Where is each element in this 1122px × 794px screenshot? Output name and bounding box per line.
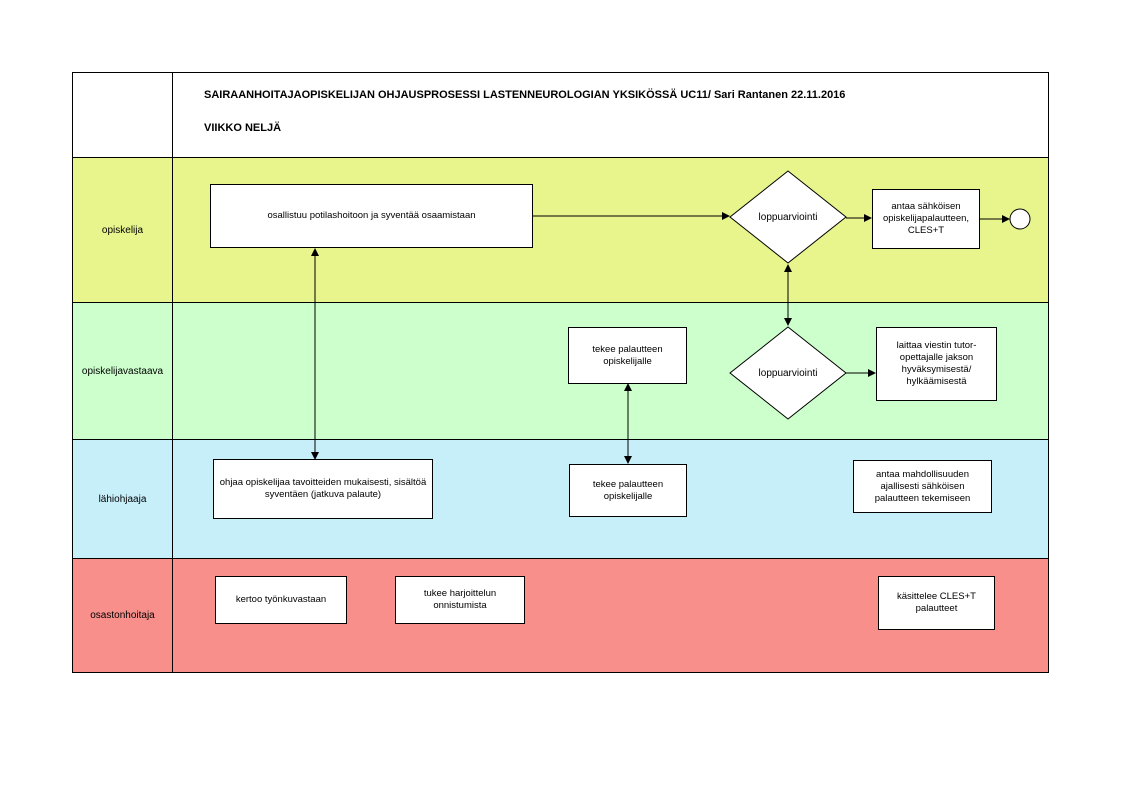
header-left-cell — [73, 73, 173, 158]
lane-label-opiskelijavastaava: opiskelijavastaava — [73, 303, 173, 439]
decision-diamond-1 — [729, 170, 847, 264]
box-laittaa-viestin: laittaa viestin tutor-opettajalle jakson… — [876, 327, 997, 401]
decision-diamond-2 — [729, 326, 847, 420]
lane-label-lahiohjaaja: lähiohjaaja — [73, 440, 173, 558]
end-event-circle — [1009, 208, 1031, 230]
box-kasittelee-cles: käsittelee CLES+T palautteet — [878, 576, 995, 630]
decision-label-1: loppuarviointi — [758, 211, 818, 223]
box-antaa-sahkoisen-palautteen: antaa sähköisen opiskelijapalautteen, CL… — [872, 189, 980, 249]
box-tekee-palautteen-lahiohjaaja: tekee palautteen opiskelijalle — [569, 464, 687, 517]
box-kertoo-tyonkuvastaan: kertoo työnkuvastaan — [215, 576, 347, 624]
box-osallistuu: osallistuu potilashoitoon ja syventää os… — [210, 184, 533, 248]
diagram-subtitle: VIIKKO NELJÄ — [204, 122, 282, 134]
box-antaa-mahdollisuuden: antaa mahdollisuuden ajallisesti sähköis… — [853, 460, 992, 513]
lane-label-osastonhoitaja: osastonhoitaja — [73, 559, 173, 672]
diagram-title: SAIRAANHOITAJAOPISKELIJAN OHJAUSPROSESSI… — [204, 89, 846, 101]
box-ohjaa-opiskelijaa: ohjaa opiskelijaa tavoitteiden mukaisest… — [213, 459, 433, 519]
decision-label-2: loppuarviointi — [758, 367, 818, 379]
box-tukee-harjoittelun: tukee harjoittelun onnistumista — [395, 576, 525, 624]
lane-label-opiskelija: opiskelija — [73, 158, 173, 302]
box-tekee-palautteen-vastaava: tekee palautteen opiskelijalle — [568, 327, 687, 384]
